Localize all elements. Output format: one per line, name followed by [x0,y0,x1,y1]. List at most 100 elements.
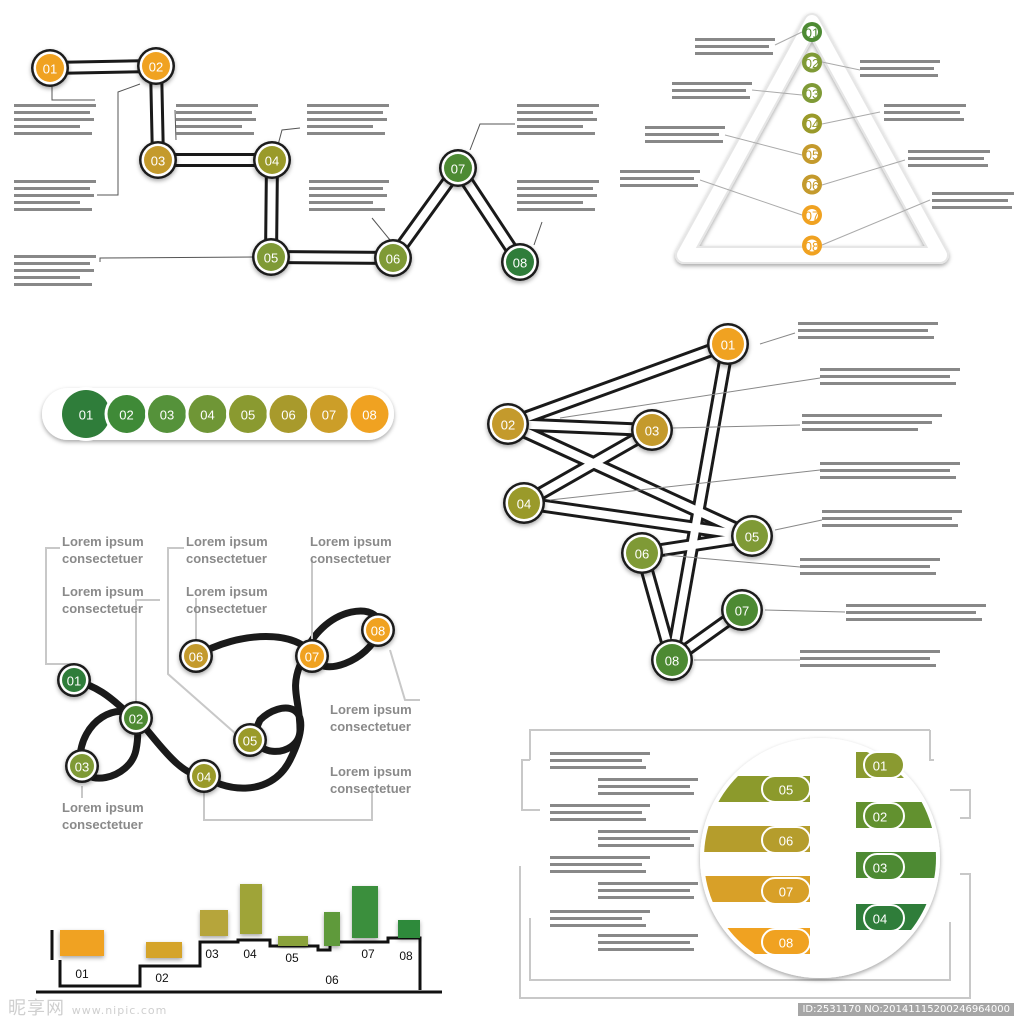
circle-tab-08: 08 [761,928,811,956]
curve-label-line1: Lorem ipsum [62,534,144,549]
pill-node-04: 04 [185,392,230,436]
curve-node-05: 05 [233,723,267,757]
curve-node-04-label: 04 [197,770,211,785]
star-node-05-label: 05 [745,530,759,545]
curve-label-1: Lorem ipsum consectetuer [62,534,144,566]
pill-node-label: 03 [160,408,174,423]
curve-label-line2: consectetuer [186,551,267,566]
path-node-01-label: 01 [43,62,57,77]
star-node-05: 05 [731,515,773,557]
curve-label-line1: Lorem ipsum [310,534,392,549]
curve-label-8: Lorem ipsum consectetuer [62,800,144,832]
star-node-08: 08 [651,639,693,681]
curve-node-08-label: 08 [371,624,385,639]
curve-label-6: Lorem ipsum consectetuer [330,702,412,734]
path-node-08-label: 08 [513,256,527,271]
curve-label-line2: consectetuer [186,601,267,616]
curve-label-line2: consectetuer [62,601,143,616]
curve-node-06: 06 [179,639,213,673]
pill-node-label: 06 [281,408,295,423]
curve-label-line2: consectetuer [62,817,143,832]
star-node-07-label: 07 [735,604,749,619]
curve-label-line1: Lorem ipsum [62,800,144,815]
curve-node-03-label: 03 [75,760,89,775]
curve-label-7: Lorem ipsum consectetuer [330,764,412,796]
curve-node-07-label: 07 [305,650,319,665]
curve-node-08: 08 [361,613,395,647]
curve-node-01-label: 01 [67,674,81,689]
curve-node-05-label: 05 [243,734,257,749]
circle-tab-04: 04 [863,904,905,932]
pill-node-label: 04 [200,408,214,423]
curve-label-line1: Lorem ipsum [186,534,268,549]
pill-node-08: 08 [347,392,392,436]
star-node-01: 01 [707,323,749,365]
triangle-node-label: 05 [805,148,819,163]
pill-node-03: 03 [145,392,189,436]
curve-label-line1: Lorem ipsum [330,764,412,779]
triangle-node-label: 07 [805,209,819,224]
star-diagram: 01 02 03 04 05 06 07 08 [487,322,986,681]
pill-node-06: 06 [266,392,311,436]
triangle-node-04: 04 [802,113,822,134]
circle-tab-label: 08 [779,936,793,951]
star-node-06-label: 06 [635,547,649,562]
circle-tab-05: 05 [761,775,811,803]
circle-tab-02: 02 [863,802,905,830]
bar-label-06: 06 [325,973,339,987]
circle-tab-03: 03 [863,853,905,881]
curve-label-line2: consectetuer [330,781,411,796]
circle-tab-label: 05 [779,783,793,798]
path-node-03-label: 03 [151,154,165,169]
bar-label-08: 08 [399,949,413,963]
star-node-02-label: 02 [501,418,515,433]
curve-label-line1: Lorem ipsum [62,584,144,599]
star-node-04: 04 [503,482,545,524]
star-node-08-label: 08 [665,654,679,669]
curve-label-line2: consectetuer [62,551,143,566]
triangle-node-01: 01 [802,22,822,42]
triangle-node-05: 05 [802,144,822,164]
circle-tab-label: 02 [873,810,887,825]
path-node-02: 02 [137,47,175,85]
curve-node-04: 04 [187,759,221,793]
star-node-04-label: 04 [517,497,531,512]
pill-node-label: 05 [241,408,255,423]
star-node-06: 06 [621,532,663,574]
path-node-06-label: 06 [386,252,400,267]
triangle-node-08: 08 [802,235,822,256]
triangle-node-02: 02 [802,52,822,73]
bar-label-05: 05 [285,951,299,965]
path-node-07-label: 07 [451,162,465,177]
path-node-04-label: 04 [265,154,279,169]
star-node-02: 02 [487,403,529,445]
triangle-node-label: 08 [805,239,819,254]
star-node-07: 07 [721,589,763,631]
curve-node-03: 03 [65,749,99,783]
curve-label-line2: consectetuer [330,719,411,734]
pill-node-label: 02 [119,408,133,423]
bar-label-01: 01 [75,967,89,981]
star-node-01-label: 01 [721,338,735,353]
pill-node-07: 07 [307,392,351,436]
pill-node-label: 07 [322,408,336,423]
circle-tab-label: 07 [779,885,793,900]
curve-node-02: 02 [119,701,153,735]
curve-label-line1: Lorem ipsum [330,702,412,717]
star-node-03: 03 [631,409,673,451]
curve-label-3: Lorem ipsum consectetuer [186,534,268,566]
path-node-03: 03 [139,141,177,179]
curve-node-01: 01 [57,663,91,697]
triangle-node-03: 03 [802,83,822,103]
path-node-07: 07 [439,149,477,187]
circle-tab-label: 03 [873,861,887,876]
triangle-node-label: 04 [805,117,819,132]
curve-label-2: Lorem ipsum consectetuer [62,584,144,616]
